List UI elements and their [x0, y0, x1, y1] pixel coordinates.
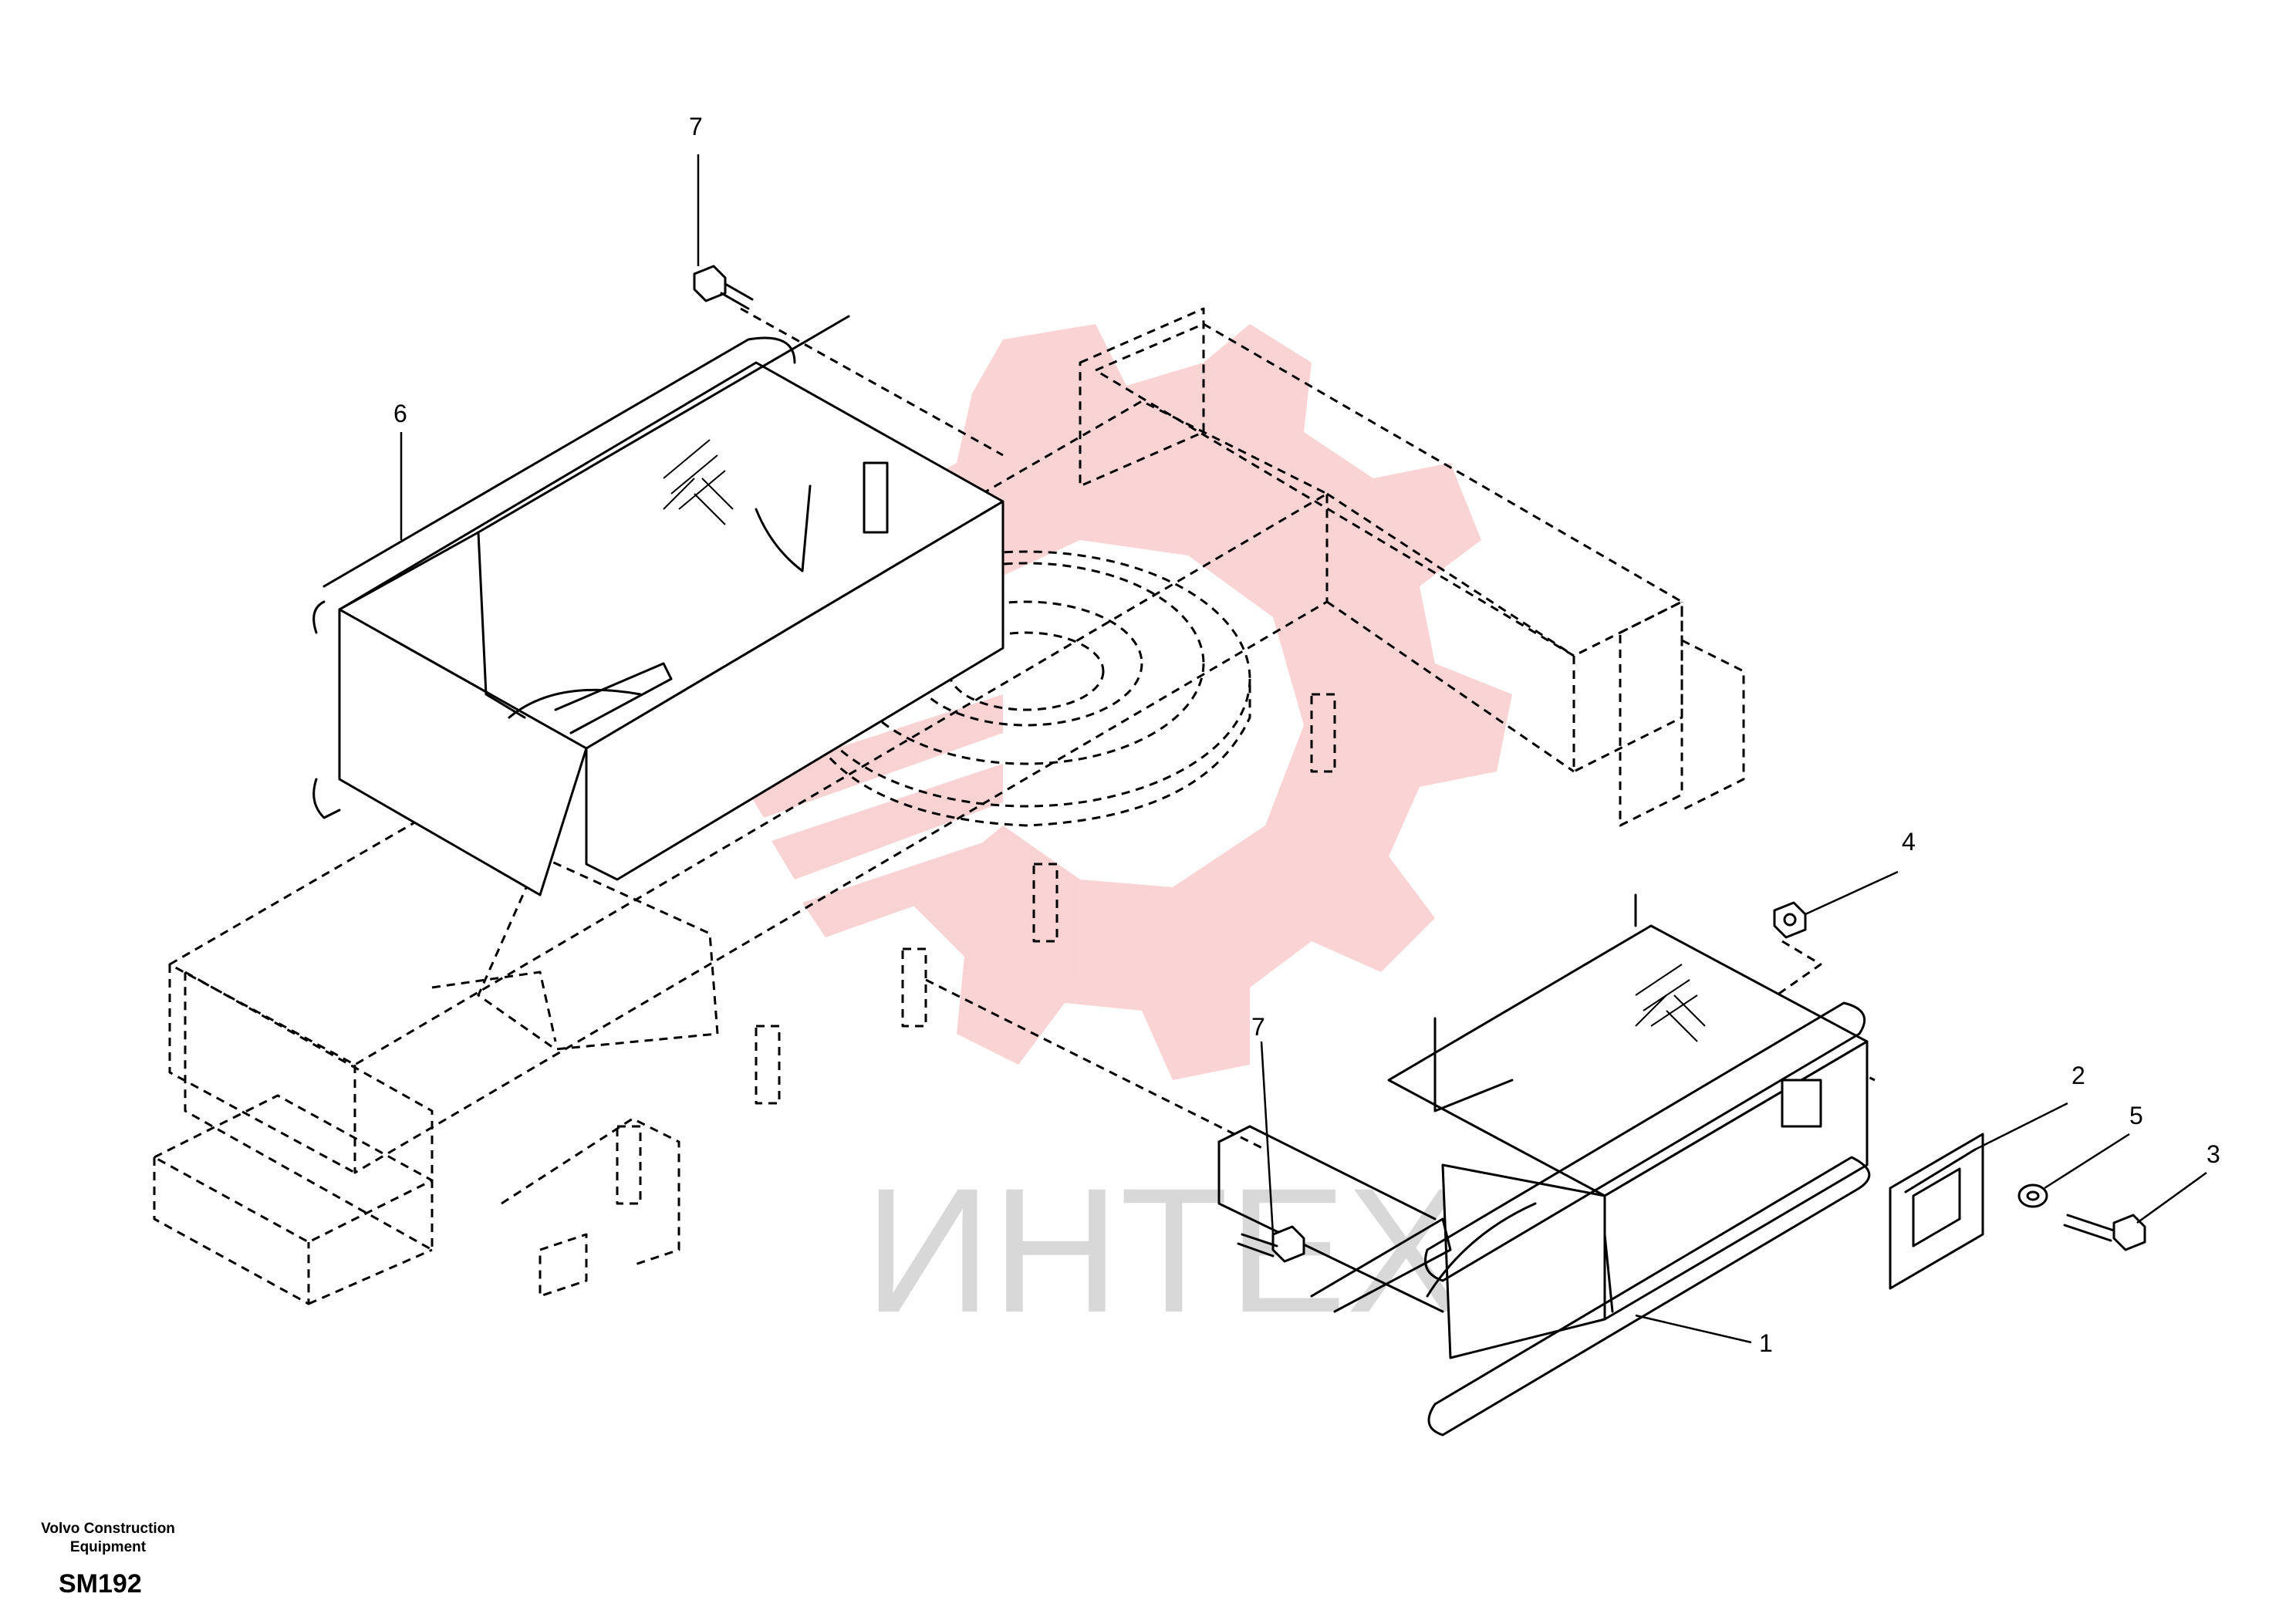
callout-4: 4: [1902, 828, 1916, 856]
callout-5: 5: [2129, 1102, 2143, 1129]
footer-company-line2: Equipment: [69, 1539, 147, 1555]
part-5-washer: [2017, 1183, 2048, 1208]
callout-3: 3: [2207, 1140, 2220, 1168]
anti-slip-pattern-icon: [663, 439, 734, 525]
part-1-step-guard: [1217, 893, 1871, 1437]
part-7-bolt-mid: [1237, 1225, 1305, 1263]
callout-6: 6: [393, 400, 407, 427]
callout-7-top: 7: [689, 113, 703, 140]
watermark-text: ИНТЕХ: [864, 1151, 1465, 1349]
part-7-bolt-top: [693, 265, 754, 310]
part-6-step-guard: [312, 315, 1004, 896]
part-4-nut: [1773, 901, 1807, 939]
part-2-plate: [1889, 1133, 1984, 1290]
footer-code: SM192: [59, 1569, 142, 1599]
footer-company-line1: Volvo Construction: [41, 1521, 175, 1537]
anti-slip-pattern-icon-2: [1635, 964, 1706, 1042]
footer-company: Volvo Construction Equipment: [8, 1520, 208, 1557]
callout-7-mid: 7: [1251, 1013, 1265, 1041]
part-3-bolt: [2063, 1214, 2146, 1251]
leader-lines: [400, 154, 2207, 1344]
callout-1: 1: [1759, 1329, 1773, 1357]
callout-2: 2: [2071, 1062, 2085, 1089]
